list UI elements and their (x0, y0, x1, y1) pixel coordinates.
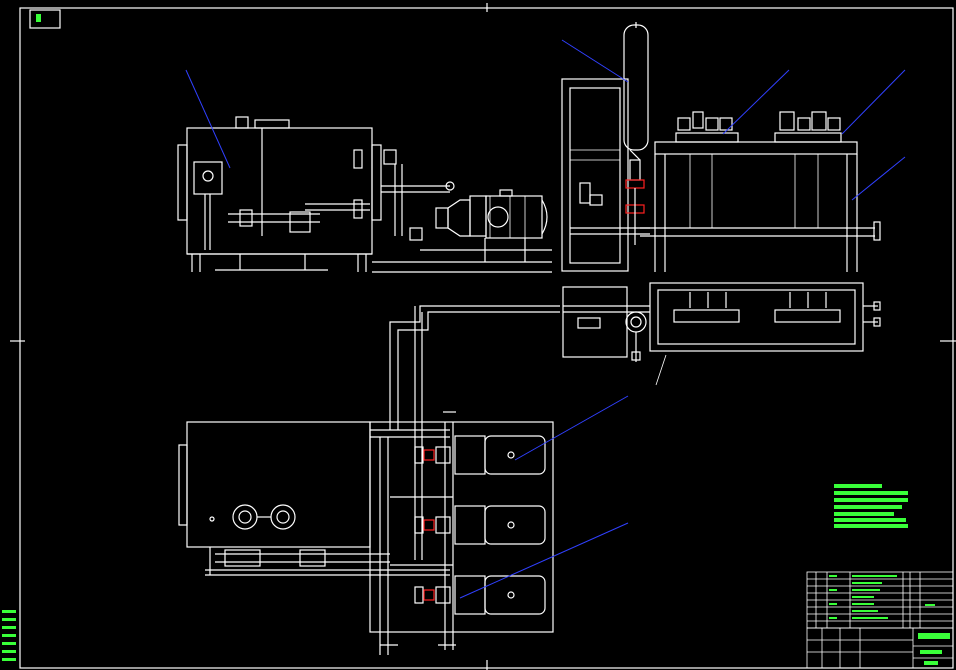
pump-frame (369, 421, 554, 650)
title-block (806, 571, 954, 669)
corner-stamp (29, 9, 61, 29)
front-elevation (177, 22, 881, 273)
bench-plan (649, 282, 881, 352)
motor-pump-set-3 (414, 575, 546, 615)
drain-legs (380, 411, 456, 646)
plan-piping (370, 305, 560, 655)
plan-view (178, 282, 881, 655)
leader-lines (185, 39, 906, 599)
margin-marks (2, 610, 16, 661)
motor-pump-set-2 (414, 505, 546, 545)
oil-tank (177, 116, 382, 272)
sheet-frame (10, 3, 956, 670)
valve-stand-plan (562, 286, 650, 362)
pump-motor-unit (372, 149, 552, 273)
valve-bench (640, 111, 881, 272)
accumulator-stand (561, 22, 650, 272)
tank-plan (178, 421, 450, 576)
technical-notes (834, 484, 908, 528)
motor-pump-set-1 (414, 435, 546, 475)
